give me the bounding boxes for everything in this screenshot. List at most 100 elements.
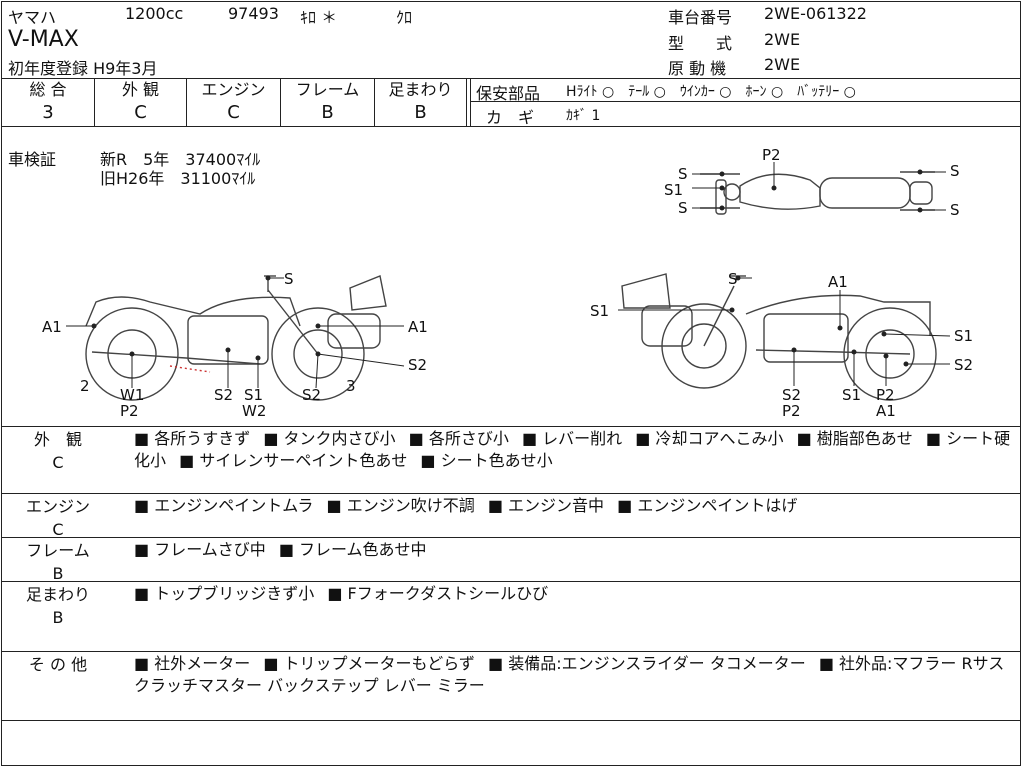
grade-engine-label: エンジン bbox=[201, 80, 266, 99]
right-label-s1: S1 bbox=[842, 386, 862, 404]
section-suspension-grade: B bbox=[52, 608, 64, 627]
section-other-label: そ の 他 bbox=[8, 653, 108, 676]
section-suspension-title: 足まわり bbox=[25, 585, 90, 604]
safety-items: Hﾗｲﾄ ○ ﾃｰﾙ ○ ｳｲﾝｶｰ ○ ﾎｰﾝ ○ ﾊﾞｯﾃﾘｰ ○ bbox=[566, 84, 856, 100]
top-label-s-lower-left: S bbox=[678, 199, 688, 217]
section-exterior-items: 各所うすきず タンク内さび小 各所さび小 レバー削れ 冷却コアへこみ小 樹脂部色… bbox=[134, 428, 1014, 472]
grade-frame-value: B bbox=[321, 102, 334, 123]
left-label-a1-front: A1 bbox=[42, 318, 62, 336]
grade-frame-label: フレーム bbox=[295, 80, 360, 99]
list-item: Fフォークダストシールひび bbox=[327, 584, 548, 603]
section-exterior-title: 外 観 bbox=[33, 430, 82, 449]
key-label: カ ギ bbox=[486, 108, 535, 127]
right-label-s2-right: S2 bbox=[954, 356, 974, 374]
list-item: エンジンペイントはげ bbox=[617, 496, 797, 515]
type-value: 2WE bbox=[764, 30, 801, 49]
bike-top-view bbox=[692, 162, 946, 215]
inspection-label: 車検証 bbox=[8, 150, 57, 169]
section-exterior-label: 外 観 C bbox=[8, 428, 108, 474]
section-engine-title: エンジン bbox=[25, 497, 90, 516]
grade-exterior-value: C bbox=[134, 102, 147, 123]
frame-no: 2WE-061322 bbox=[764, 4, 867, 23]
list-item: サイレンサーペイント色あせ bbox=[179, 451, 407, 470]
list-item: エンジン音中 bbox=[488, 496, 604, 515]
section-frame-title: フレーム bbox=[26, 541, 90, 560]
section-suspension-label: 足まわり B bbox=[8, 583, 108, 629]
grade-suspension-label: 足まわり bbox=[388, 80, 453, 99]
maker: ヤマハ bbox=[8, 8, 57, 27]
key-value: ｶｷﾞ 1 bbox=[566, 108, 601, 124]
right-label-s1-right: S1 bbox=[954, 327, 974, 345]
mileage-unit: ｷﾛ ＊ bbox=[300, 8, 338, 27]
list-item: 装備品:エンジンスライダー タコメーター bbox=[488, 654, 806, 673]
left-label-3: 3 bbox=[346, 377, 356, 395]
grade-engine-value: C bbox=[227, 102, 240, 123]
safety-label: 保安部品 bbox=[476, 84, 541, 103]
list-item: エンジンペイントムラ bbox=[134, 496, 313, 515]
section-other-items: 社外メーター トリップメーターもどらず 装備品:エンジンスライダー タコメーター… bbox=[134, 653, 1014, 697]
section-exterior-grade: C bbox=[52, 453, 64, 472]
frame-no-label: 車台番号 bbox=[668, 8, 733, 27]
right-label-s2: S2 bbox=[782, 386, 802, 404]
left-label-2: 2 bbox=[80, 377, 90, 395]
left-label-s2-rear: S2 bbox=[408, 356, 428, 374]
grade-suspension-value: B bbox=[414, 102, 427, 123]
displacement: 1200cc bbox=[125, 4, 184, 23]
bike-diagrams bbox=[66, 162, 951, 401]
section-engine-grade: C bbox=[52, 520, 64, 539]
list-item: タンク内さび小 bbox=[263, 429, 395, 448]
model-name: V-MAX bbox=[8, 27, 79, 52]
type-label: 型 式 bbox=[668, 34, 733, 53]
list-item: トリップメーターもどらず bbox=[263, 654, 475, 673]
list-item: レバー削れ bbox=[522, 429, 622, 448]
right-label-s: S bbox=[728, 270, 738, 288]
left-label-s: S bbox=[284, 270, 294, 288]
list-item: シート色あせ小 bbox=[420, 451, 552, 470]
list-item: 社外メーター bbox=[134, 654, 250, 673]
left-label-w2: W2 bbox=[242, 402, 267, 420]
grade-suspension: 足まわり B bbox=[375, 79, 466, 125]
left-label-s2: S2 bbox=[214, 386, 234, 404]
grade-engine: エンジン C bbox=[187, 79, 280, 125]
list-item: エンジン吹け不調 bbox=[327, 496, 475, 515]
section-frame-label: フレーム B bbox=[8, 539, 108, 585]
list-item: 冷却コアへこみ小 bbox=[635, 429, 783, 448]
bike-left-view bbox=[66, 275, 405, 401]
section-frame-grade: B bbox=[52, 564, 64, 583]
grade-exterior: 外 観 C bbox=[95, 79, 186, 125]
list-item: 樹脂部色あせ bbox=[797, 429, 913, 448]
top-label-s-lower-right: S bbox=[950, 201, 960, 219]
bike-right-view bbox=[618, 273, 951, 401]
first-registration: 初年度登録 H9年3月 bbox=[8, 59, 158, 78]
right-label-s1-left: S1 bbox=[590, 302, 610, 320]
left-label-a1-rear: A1 bbox=[408, 318, 428, 336]
section-suspension-items: トップブリッジきず小 Fフォークダストシールひび bbox=[134, 583, 1014, 605]
grade-total-label: 総 合 bbox=[29, 80, 67, 99]
color: ｸﾛ bbox=[396, 8, 413, 27]
list-item: 各所さび小 bbox=[409, 429, 509, 448]
top-label-s1: S1 bbox=[664, 181, 684, 199]
section-engine-items: エンジンペイントムラ エンジン吹け不調 エンジン音中 エンジンペイントはげ bbox=[134, 495, 1014, 517]
left-label-p2: P2 bbox=[120, 402, 139, 420]
list-item: フレームさび中 bbox=[134, 540, 266, 559]
inspection-new: 新R 5年 37400ﾏｲﾙ bbox=[100, 150, 261, 169]
engine-label: 原 動 機 bbox=[668, 59, 727, 78]
mileage: 97493 bbox=[228, 4, 279, 23]
section-other-title: そ の 他 bbox=[28, 655, 88, 674]
section-engine-label: エンジン C bbox=[8, 495, 108, 541]
grade-total-value: 3 bbox=[42, 102, 54, 123]
right-label-p2: P2 bbox=[782, 402, 801, 420]
grade-exterior-label: 外 観 bbox=[121, 80, 160, 99]
top-label-p2: P2 bbox=[762, 146, 781, 164]
list-item: 各所うすきず bbox=[134, 429, 250, 448]
left-label-s1: S1 bbox=[244, 386, 264, 404]
left-label-s2-front: S2 bbox=[302, 386, 322, 404]
list-item: トップブリッジきず小 bbox=[134, 584, 314, 603]
section-frame-items: フレームさび中 フレーム色あせ中 bbox=[134, 539, 1014, 561]
right-label-a1-top: A1 bbox=[828, 273, 848, 291]
left-label-w1: W1 bbox=[120, 386, 145, 404]
list-item: フレーム色あせ中 bbox=[279, 540, 427, 559]
inspection-old: 旧H26年 31100ﾏｲﾙ bbox=[100, 169, 256, 188]
right-label-a1: A1 bbox=[876, 402, 896, 420]
